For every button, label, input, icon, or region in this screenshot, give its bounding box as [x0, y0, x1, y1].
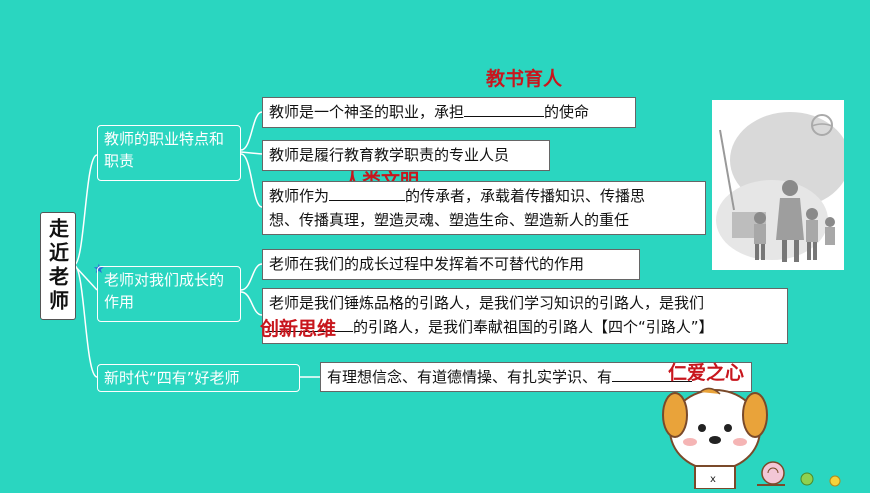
leaf-sacred-profession: 教师是一个神圣的职业，承担的使命: [262, 97, 636, 128]
leaf-irreplaceable-role: 老师在我们的成长过程中发挥着不可替代的作用: [262, 249, 640, 280]
fill-blank: [269, 315, 353, 332]
cartoon-dog-illustration: x: [660, 370, 770, 490]
fill-blank: [612, 365, 693, 382]
svg-text:x: x: [710, 474, 716, 485]
leaf-inheritor: 教师作为的传承者，承载着传播知识、传播思 想、传播真理，塑造灵魂、塑造生命、塑造…: [262, 181, 706, 235]
answer-innovative-thinking: 创新思维: [260, 318, 337, 340]
leaf-good-teacher-traits: 有理想信念、有道德情操、有扎实学识、有: [320, 362, 752, 392]
teacher-students-illustration: [712, 100, 850, 270]
leaf-professional-staff: 教师是履行教育教学职责的专业人员: [262, 140, 550, 171]
category-label: 新时代“四有”好老师: [104, 369, 240, 387]
fill-blank: [329, 184, 406, 201]
category-teacher-role: 老师对我们成长的作用: [97, 266, 241, 322]
category-label: 教师的职业特点和职责: [104, 130, 225, 170]
answer-benevolent-heart: 仁爱之心: [668, 362, 745, 384]
category-four-haves: 新时代“四有”好老师: [97, 364, 300, 392]
category-teacher-profession: 教师的职业特点和职责: [97, 125, 241, 181]
category-label: 老师对我们成长的作用: [104, 271, 225, 311]
fill-blank: [464, 100, 545, 117]
snail-decoration: [755, 455, 865, 489]
root-node: 走近老师: [40, 212, 76, 320]
answer-teaching-mission: 教书育人: [486, 68, 563, 90]
leaf-four-guides: 老师是我们锤炼品格的引路人，是我们学习知识的引路人，是我们 的引路人，是我们奉献…: [262, 288, 788, 344]
